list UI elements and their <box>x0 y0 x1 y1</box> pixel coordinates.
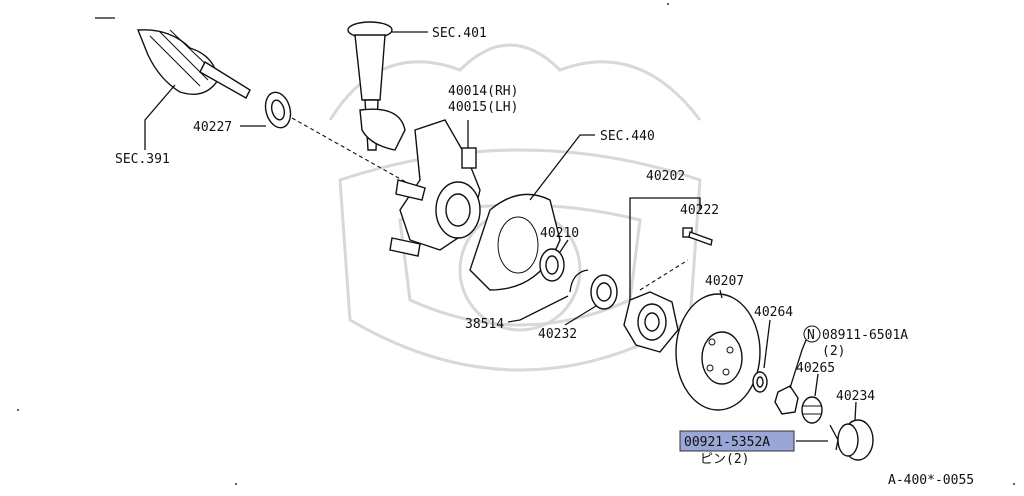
label-40222: 40222 <box>680 203 719 218</box>
snap-ring-38514 <box>507 269 589 323</box>
label-sec391: SEC.391 <box>115 152 170 167</box>
drive-shaft <box>136 29 251 150</box>
label-40207: 40207 <box>705 274 744 289</box>
label-40232: 40232 <box>538 327 577 342</box>
bearing-40232 <box>564 274 618 326</box>
label-40014: 40014(RH) <box>448 84 518 99</box>
label-sec440: SEC.440 <box>600 129 655 144</box>
lock-nut-40265 <box>801 373 823 424</box>
highlight-box <box>679 430 795 452</box>
bearing-40210 <box>539 239 569 282</box>
label-40202: 40202 <box>646 169 685 184</box>
label-sec401: SEC.401 <box>432 26 487 41</box>
label-pin: ピン(2) <box>700 452 749 467</box>
figure-code: A-400*-0055 <box>888 473 974 488</box>
washer-40264 <box>752 319 771 393</box>
bolt-40222 <box>682 227 713 246</box>
label-40210: 40210 <box>540 226 579 241</box>
nut-08911 <box>774 339 807 415</box>
label-08911-prefix: N <box>807 328 815 343</box>
label-40015: 40015(LH) <box>448 100 518 115</box>
label-08911: 08911-6501A <box>822 328 908 343</box>
knuckle <box>389 119 481 257</box>
label-40264: 40264 <box>754 305 793 320</box>
label-08911-qty: (2) <box>822 344 845 359</box>
cap-40234 <box>837 401 874 461</box>
label-40234: 40234 <box>836 389 875 404</box>
label-40265: 40265 <box>796 361 835 376</box>
label-38514: 38514 <box>465 317 504 332</box>
hub-40202 <box>623 197 701 353</box>
disc-40207 <box>675 289 761 411</box>
specks <box>17 3 1015 485</box>
dust-cover <box>469 134 595 291</box>
seal-40227 <box>240 91 421 191</box>
label-00921[interactable]: 00921-5352A <box>684 435 770 450</box>
label-40227: 40227 <box>193 120 232 135</box>
strut <box>347 21 428 151</box>
n-circle-icon <box>803 325 821 343</box>
cotter-pin <box>796 424 839 451</box>
